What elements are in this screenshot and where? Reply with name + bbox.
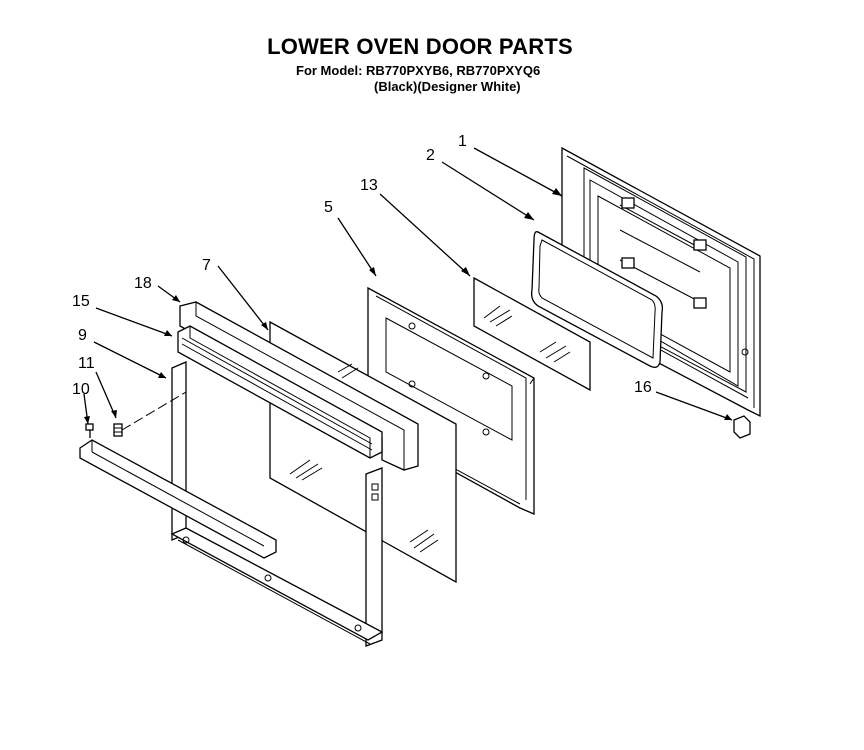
callout-5: 5 — [324, 199, 333, 216]
callout-15: 15 — [72, 293, 90, 310]
arrowheads — [84, 188, 732, 424]
assembly-dashed-line — [121, 391, 187, 431]
callout-16: 16 — [634, 379, 652, 396]
callout-10: 10 — [72, 381, 90, 398]
callout-7: 7 — [202, 257, 211, 274]
callout-11: 11 — [78, 355, 95, 372]
callout-13: 13 — [360, 177, 378, 194]
page-title: LOWER OVEN DOOR PARTS — [267, 34, 573, 59]
leader-lines — [83, 147, 733, 425]
handle — [177, 325, 383, 459]
door-gasket — [530, 231, 664, 368]
window-glass — [473, 276, 591, 392]
door-stop — [733, 415, 751, 439]
callout-18: 18 — [134, 275, 152, 292]
bottom-rail — [79, 439, 277, 559]
clip — [113, 423, 123, 437]
callout-9: 9 — [78, 327, 87, 344]
model-numbers: For Model: RB770PXYB6, RB770PXYQ6 — [296, 63, 541, 78]
screw — [85, 423, 94, 438]
finish-colors: (Black)(Designer White) — [374, 79, 521, 94]
callout-2: 2 — [426, 147, 435, 164]
callout-1: 1 — [458, 133, 467, 150]
